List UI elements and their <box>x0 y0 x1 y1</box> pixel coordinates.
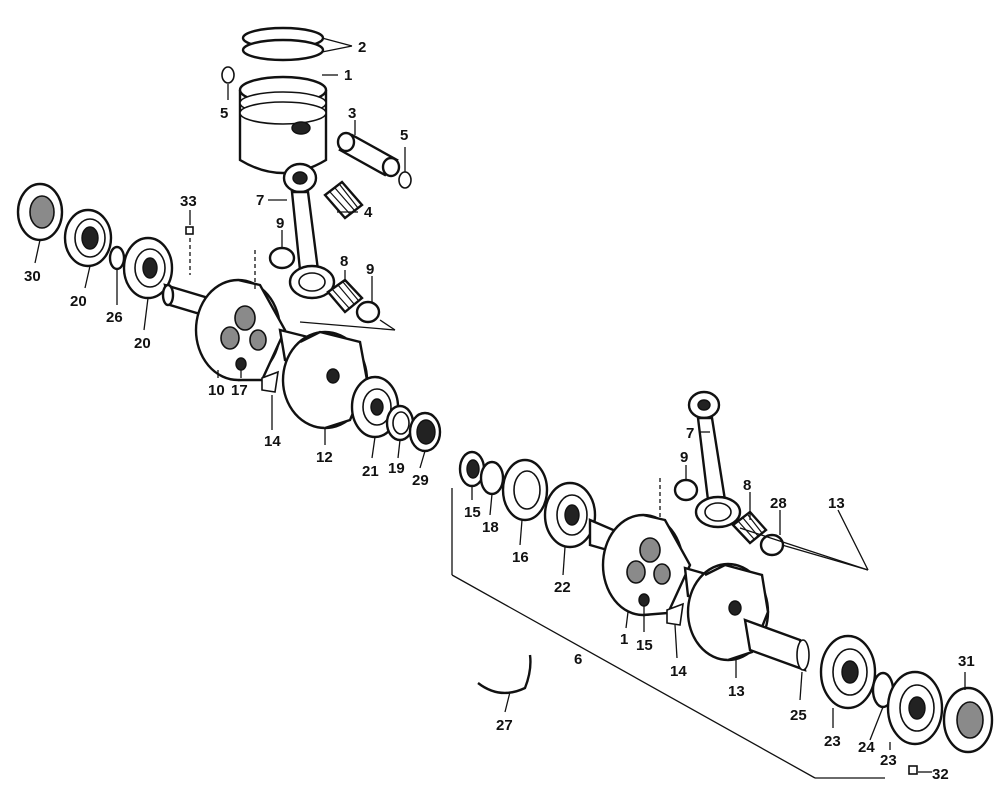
right-shaft <box>743 618 810 672</box>
callout-14: 14 <box>670 663 687 680</box>
callout-14: 14 <box>264 433 281 450</box>
callout-8: 8 <box>743 477 751 494</box>
callout-23: 23 <box>824 733 841 750</box>
callout-9: 9 <box>276 215 284 232</box>
callout-19: 19 <box>388 460 405 477</box>
bearing-20b <box>122 236 174 300</box>
key-14b <box>666 602 684 626</box>
callout-16: 15 <box>464 504 481 521</box>
callout-32: 32 <box>932 766 949 783</box>
callout-labels: 2 1 5 3 5 7 4 33 9 8 9 30 20 26 20 10 17… <box>24 39 975 783</box>
callout-22: 22 <box>554 579 571 596</box>
thrust-washer-9c <box>673 478 699 502</box>
pin-32 <box>908 765 918 775</box>
callout-23: 23 <box>880 752 897 769</box>
callout-33: 33 <box>180 193 197 210</box>
needle-bearing-8a <box>326 278 364 314</box>
callout-26: 25 <box>790 707 807 724</box>
bearing-22 <box>543 481 597 549</box>
piston-pin <box>336 131 401 178</box>
bearing-23b <box>886 670 944 746</box>
ring-18 <box>479 460 505 496</box>
callout-5: 5 <box>400 127 408 144</box>
piston <box>238 75 328 175</box>
callout-15: 17 <box>231 382 248 399</box>
flywheel-1 <box>601 513 692 617</box>
callout-25: 24 <box>858 739 875 756</box>
connecting-rod-2 <box>687 390 742 529</box>
bearing-23a <box>819 634 877 710</box>
callout-5: 5 <box>220 105 228 122</box>
callout-6: 6 <box>574 651 582 668</box>
needle-bearing-27 <box>408 411 442 453</box>
callout-31: 31 <box>958 653 975 670</box>
thrust-washer-9a <box>268 246 296 270</box>
bearing-20a <box>63 208 113 268</box>
callout-4: 4 <box>364 204 373 221</box>
callout-20: 20 <box>70 293 87 310</box>
callout-9: 9 <box>366 261 374 278</box>
callout-20: 20 <box>134 335 151 352</box>
callout-21: 21 <box>362 463 379 480</box>
leader-lines <box>34 37 966 779</box>
callout-3: 3 <box>348 105 356 122</box>
callout-18: 18 <box>482 519 499 536</box>
key-33 <box>185 226 194 275</box>
thrust-washer-9b <box>355 300 381 324</box>
callout-2: 2 <box>358 39 366 56</box>
callout-7: 7 <box>686 425 694 442</box>
callout-28: 28 <box>770 495 787 512</box>
piston-rings <box>241 26 325 62</box>
oil-seal-31 <box>942 686 994 754</box>
callout-15: 15 <box>636 637 653 654</box>
circlip-left <box>221 66 235 84</box>
callout-24: 26 <box>106 309 123 326</box>
needle-bearing-top <box>323 180 364 220</box>
callout-29: 27 <box>496 717 513 734</box>
clip-29 <box>477 654 532 695</box>
callout-13: 13 <box>728 683 745 700</box>
oil-seal-30 <box>16 182 64 242</box>
connecting-rod-1 <box>282 162 336 300</box>
callout-12: 12 <box>316 449 333 466</box>
callout-27: 29 <box>412 472 429 489</box>
flywheel-10 <box>194 278 287 382</box>
callout-9: 9 <box>680 449 688 466</box>
callout-30: 30 <box>24 268 41 285</box>
key-14a <box>261 370 279 393</box>
callout-17: 16 <box>512 549 529 566</box>
flywheel-12 <box>281 330 369 430</box>
callout-10: 10 <box>208 382 225 399</box>
oil-seal-16 <box>458 450 486 488</box>
callout-1: 1 <box>344 67 352 84</box>
shim-24 <box>108 245 126 271</box>
callout-1: 1 <box>620 631 628 648</box>
callout-7: 7 <box>256 192 264 209</box>
callout-8: 8 <box>340 253 348 270</box>
circlip-right <box>398 171 412 189</box>
callout-13: 13 <box>828 495 845 512</box>
seal-17 <box>501 458 549 522</box>
